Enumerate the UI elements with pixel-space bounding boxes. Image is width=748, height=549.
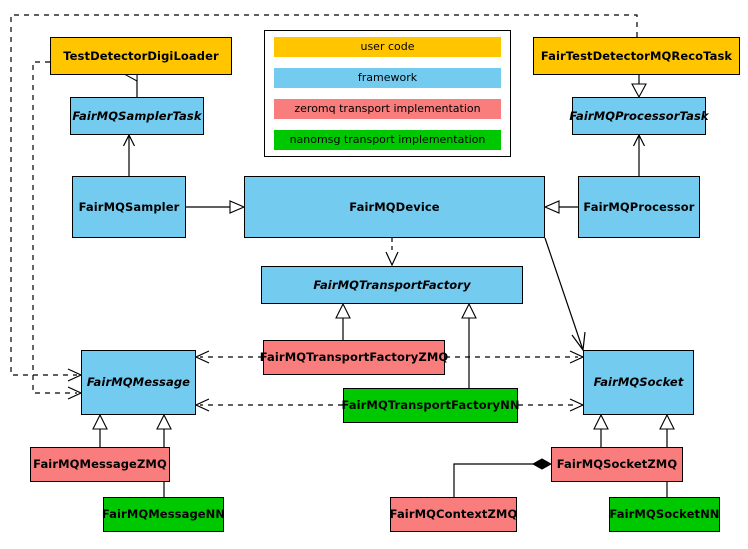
class-box-fairmq-sampler[interactable]: FairMQSampler — [72, 176, 186, 238]
edge-device-to-socket — [544, 237, 586, 352]
class-label: FairMQMessageNN — [101, 507, 226, 522]
edge-sampler-to-device — [186, 200, 246, 214]
class-label: FairTestDetectorMQRecoTask — [540, 48, 733, 63]
class-label: FairMQMessageZMQ — [33, 457, 167, 472]
class-label: FairMQSocket — [593, 375, 684, 390]
edge-factorynn-to-socket — [518, 398, 585, 412]
edge-messagezmq-to-message — [92, 413, 108, 447]
class-label: FairMQTransportFactoryZMQ — [259, 350, 449, 365]
class-box-fairmq-transport-factory-zmq[interactable]: FairMQTransportFactoryZMQ — [260, 340, 448, 375]
class-box-fairmq-socket-zmq[interactable]: FairMQSocketZMQ — [551, 447, 683, 482]
class-label: TestDetectorDigiLoader — [63, 48, 219, 63]
legend-item-zeromq: zeromq transport implementation — [274, 99, 501, 119]
class-label: FairMQSamplerTask — [72, 108, 202, 123]
class-box-fair-test-detector-mq-reco-task[interactable]: FairTestDetectorMQRecoTask — [533, 37, 740, 75]
edge-recotask-to-processortask — [631, 75, 647, 99]
class-box-fairmq-sampler-task[interactable]: FairMQSamplerTask — [70, 97, 204, 135]
class-label: FairMQSampler — [78, 199, 180, 214]
edge-processor-to-device — [543, 200, 578, 214]
class-label: FairMQMessage — [86, 375, 191, 390]
legend-item-nanomsg: nanomsg transport implementation — [274, 130, 501, 150]
class-box-fairmq-socket-nn[interactable]: FairMQSocketNN — [609, 497, 720, 532]
class-box-fairmq-context-zmq[interactable]: FairMQContextZMQ — [390, 497, 517, 532]
class-box-fairmq-message[interactable]: FairMQMessage — [81, 350, 196, 415]
legend-item-user-code: user code — [274, 37, 501, 57]
legend-item-framework: framework — [274, 68, 501, 88]
class-box-fairmq-device[interactable]: FairMQDevice — [244, 176, 545, 238]
edge-factoryzmq-to-socket — [445, 350, 585, 364]
class-label: FairMQTransportFactoryNN — [341, 398, 520, 413]
class-label: FairMQSocketZMQ — [556, 457, 678, 472]
class-box-fairmq-processor[interactable]: FairMQProcessor — [578, 176, 700, 238]
class-label: FairMQTransportFactory — [313, 277, 471, 292]
legend-panel: user code framework zeromq transport imp… — [264, 30, 511, 157]
edge-contextzmq-to-socketzmq — [453, 458, 553, 497]
edge-factoryzmq-to-transportfactory — [335, 302, 351, 340]
class-box-fairmq-message-zmq[interactable]: FairMQMessageZMQ — [30, 447, 170, 482]
class-box-test-detector-digi-loader[interactable]: TestDetectorDigiLoader — [50, 37, 232, 75]
class-label: FairMQDevice — [349, 199, 440, 214]
class-label: FairMQProcessorTask — [569, 108, 709, 123]
class-box-fairmq-message-nn[interactable]: FairMQMessageNN — [101, 497, 226, 532]
edge-socketzmq-to-socket — [593, 413, 609, 447]
class-label: FairMQContextZMQ — [389, 507, 518, 522]
class-label: FairMQProcessor — [583, 199, 695, 214]
edge-device-to-transportfactory — [385, 238, 399, 267]
class-box-fairmq-transport-factory-nn[interactable]: FairMQTransportFactoryNN — [341, 388, 520, 423]
class-box-fairmq-transport-factory[interactable]: FairMQTransportFactory — [261, 266, 523, 304]
class-box-fairmq-processor-task[interactable]: FairMQProcessorTask — [569, 97, 709, 135]
edge-factoryzmq-to-message — [194, 350, 263, 364]
edge-factorynn-to-message — [194, 398, 343, 412]
class-label: FairMQSocketNN — [609, 507, 720, 522]
class-box-fairmq-socket[interactable]: FairMQSocket — [583, 350, 694, 415]
edge-factorynn-to-transportfactory — [461, 302, 477, 388]
